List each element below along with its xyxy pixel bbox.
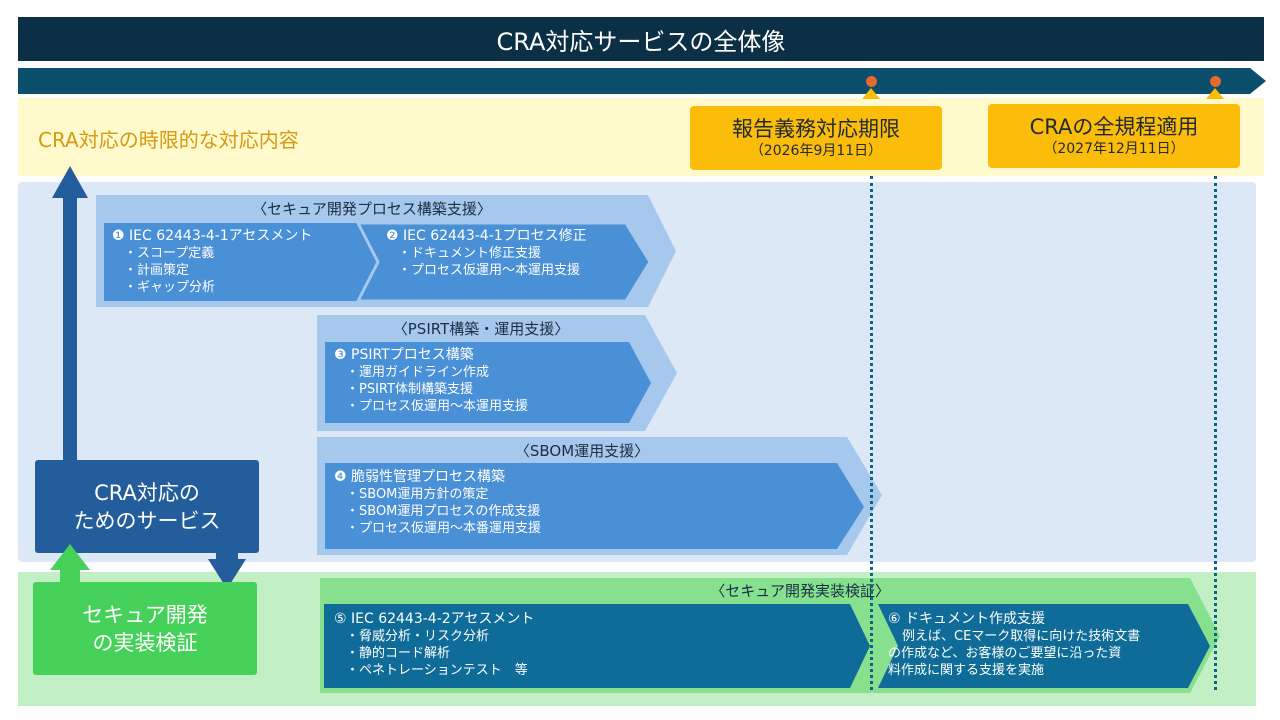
down-arrow-icon xyxy=(208,553,246,589)
group-label-text: 〈セキュア開発実装検証〉 xyxy=(710,582,890,600)
item-bullet: ・SBOM運用プロセスの作成支援 xyxy=(346,504,541,519)
item-bullet: ・スコープ定義 xyxy=(124,246,215,261)
milestone-full-application: CRAの全規程適用 （2027年12月11日） xyxy=(988,104,1240,168)
item-heading: ❷ IEC 62443-4-1プロセス修正 xyxy=(386,228,587,244)
item-heading: ⑤ IEC 62443-4-2アセスメント xyxy=(334,611,535,627)
milestone-dot-1 xyxy=(866,76,877,87)
impl-box-line: セキュア開発 xyxy=(82,602,208,627)
group-label: 〈SBOM運用支援〉 xyxy=(514,442,650,460)
timeline-arrow xyxy=(18,68,1266,94)
group-sbom xyxy=(317,437,882,555)
page-title: CRA対応サービスの全体像 xyxy=(18,17,1264,61)
item-bullet: ・SBOM運用方針の策定 xyxy=(346,487,489,502)
item-text: の作成など、お客様のご要望に沿った資 xyxy=(888,646,1122,661)
item-bullet: ・ドキュメント修正支援 xyxy=(398,246,542,261)
group-label: 〈セキュア開発実装検証〉 xyxy=(320,580,890,601)
item-bullet: ・プロセス仮運用～本運用支援 xyxy=(398,263,581,278)
item-heading: ❹ 脆弱性管理プロセス構築 xyxy=(334,469,506,485)
item-bullet: ・静的コード解析 xyxy=(346,646,451,661)
milestone-dot-2 xyxy=(1210,76,1221,87)
item-heading: ❶ IEC 62443-4-1アセスメント xyxy=(112,228,313,244)
milestone-title: CRAの全規程適用 xyxy=(1029,115,1199,139)
service-item-2: ❷ IEC 62443-4-1プロセス修正 ・ドキュメント修正支援 ・プロセス仮… xyxy=(386,228,587,279)
item-bullet: ・脅威分析・リスク分析 xyxy=(346,629,490,644)
item-bullet: ・プロセス仮運用～本番運用支援 xyxy=(346,521,542,536)
service-item-4: ❹ 脆弱性管理プロセス構築 ・SBOM運用方針の策定 ・SBOM運用プロセスの作… xyxy=(334,469,541,537)
up-arrow-icon xyxy=(52,166,88,462)
item-bullet: ・ギャップ分析 xyxy=(124,280,216,295)
service-item-3: ❸ PSIRTプロセス構築 ・運用ガイドライン作成 ・PSIRT体制構築支援 ・… xyxy=(334,347,528,415)
implementation-box: セキュア開発 の実装検証 xyxy=(33,582,257,675)
milestone-pointer-1 xyxy=(862,88,880,99)
item-heading: ❸ PSIRTプロセス構築 xyxy=(334,347,474,363)
service-item-5: ⑤ IEC 62443-4-2アセスメント ・脅威分析・リスク分析 ・静的コード… xyxy=(334,611,534,679)
item-bullet: ・ペネトレーションテスト 等 xyxy=(346,663,528,678)
milestone-title: 報告義務対応期限 xyxy=(732,117,900,141)
group-label: 〈セキュア開発プロセス構築支援〉 xyxy=(252,200,492,218)
service-item-1: ❶ IEC 62443-4-1アセスメント ・スコープ定義 ・計画策定 ・ギャッ… xyxy=(112,228,312,296)
item-heading: ⑥ ドキュメント作成支援 xyxy=(888,611,1046,627)
milestone-line-1 xyxy=(870,176,873,690)
item-text: 料作成に関する支援を実施 xyxy=(888,663,1045,678)
services-box-line: CRA対応の xyxy=(94,480,200,505)
item-bullet: ・計画策定 xyxy=(124,263,190,278)
group-label: 〈PSIRT構築・運用支援〉 xyxy=(392,320,570,338)
milestone-reporting-deadline: 報告義務対応期限 （2026年9月11日） xyxy=(690,106,942,170)
milestone-line-2 xyxy=(1214,176,1217,690)
item-text: 例えば、CEマーク取得に向けた技術文書 xyxy=(902,629,1141,644)
up-arrow-green-icon xyxy=(50,544,90,584)
item-bullet: ・運用ガイドライン作成 xyxy=(346,365,490,380)
milestone-date: （2027年12月11日） xyxy=(1043,141,1185,157)
time-limited-label: CRA対応の時限的な対応内容 xyxy=(38,128,299,152)
impl-box-line: の実装検証 xyxy=(92,630,198,655)
milestone-pointer-2 xyxy=(1206,88,1224,99)
milestone-date: （2026年9月11日） xyxy=(749,143,883,159)
service-item-6: ⑥ ドキュメント作成支援 例えば、CEマーク取得に向けた技術文書 の作成など、お… xyxy=(888,611,1140,679)
group-psirt xyxy=(317,315,677,431)
group-secure-impl-verification xyxy=(320,578,1220,693)
item-bullet: ・プロセス仮運用～本運用支援 xyxy=(346,399,529,414)
services-box-line: ためのサービス xyxy=(73,508,221,533)
services-box: CRA対応の ためのサービス xyxy=(35,460,259,553)
item-bullet: ・PSIRT体制構築支援 xyxy=(346,382,473,397)
group-secure-dev-process xyxy=(96,195,676,307)
